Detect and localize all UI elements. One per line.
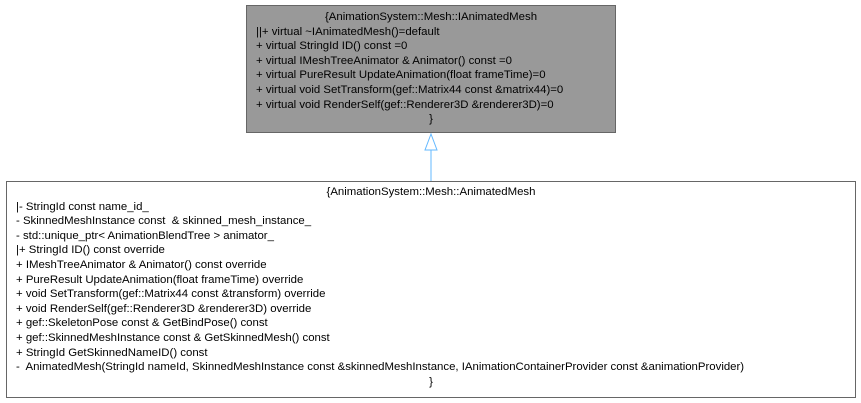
class-member: + void RenderSelf(gef::Renderer3D &rende… — [16, 302, 312, 315]
class-closing-brace: } — [429, 113, 433, 126]
class-node-ianimatedmesh[interactable]: {AnimationSystem::Mesh::IAnimatedMesh ||… — [246, 5, 616, 133]
class-member: ||+ virtual ~IAnimatedMesh()=default — [256, 25, 440, 38]
class-member: - std::unique_ptr< AnimationBlendTree > … — [16, 229, 274, 242]
class-member: |+ StringId ID() const override — [16, 244, 165, 257]
class-member: + virtual StringId ID() const =0 — [256, 40, 408, 53]
class-member: + PureResult UpdateAnimation(float frame… — [16, 273, 304, 286]
class-member: + gef::SkeletonPose const & GetBindPose(… — [16, 317, 268, 330]
class-member: + virtual void RenderSelf(gef::Renderer3… — [256, 98, 554, 111]
class-title: {AnimationSystem::Mesh::IAnimatedMesh — [324, 11, 538, 23]
class-member: + virtual void SetTransform(gef::Matrix4… — [256, 83, 564, 96]
class-member: + gef::SkinnedMeshInstance const & GetSk… — [16, 331, 330, 344]
class-title: {AnimationSystem::Mesh::AnimatedMesh — [326, 186, 536, 198]
class-closing-brace: } — [429, 375, 433, 388]
class-member: |- StringId const name_id_ — [16, 200, 149, 213]
class-member: + IMeshTreeAnimator & Animator() const o… — [16, 258, 267, 271]
class-member: + StringId GetSkinnedNameID() const — [16, 346, 208, 359]
class-node-animatedmesh[interactable]: {AnimationSystem::Mesh::AnimatedMesh |- … — [6, 181, 856, 398]
class-member: + virtual PureResult UpdateAnimation(flo… — [256, 69, 546, 82]
inheritance-arrowhead — [424, 132, 438, 151]
class-member: + virtual IMeshTreeAnimator & Animator()… — [256, 54, 512, 67]
class-member: - AnimatedMesh(StringId nameId, SkinnedM… — [16, 361, 745, 374]
class-member: - SkinnedMeshInstance const & skinned_me… — [16, 215, 312, 228]
class-member: + void SetTransform(gef::Matrix44 const … — [16, 288, 326, 301]
